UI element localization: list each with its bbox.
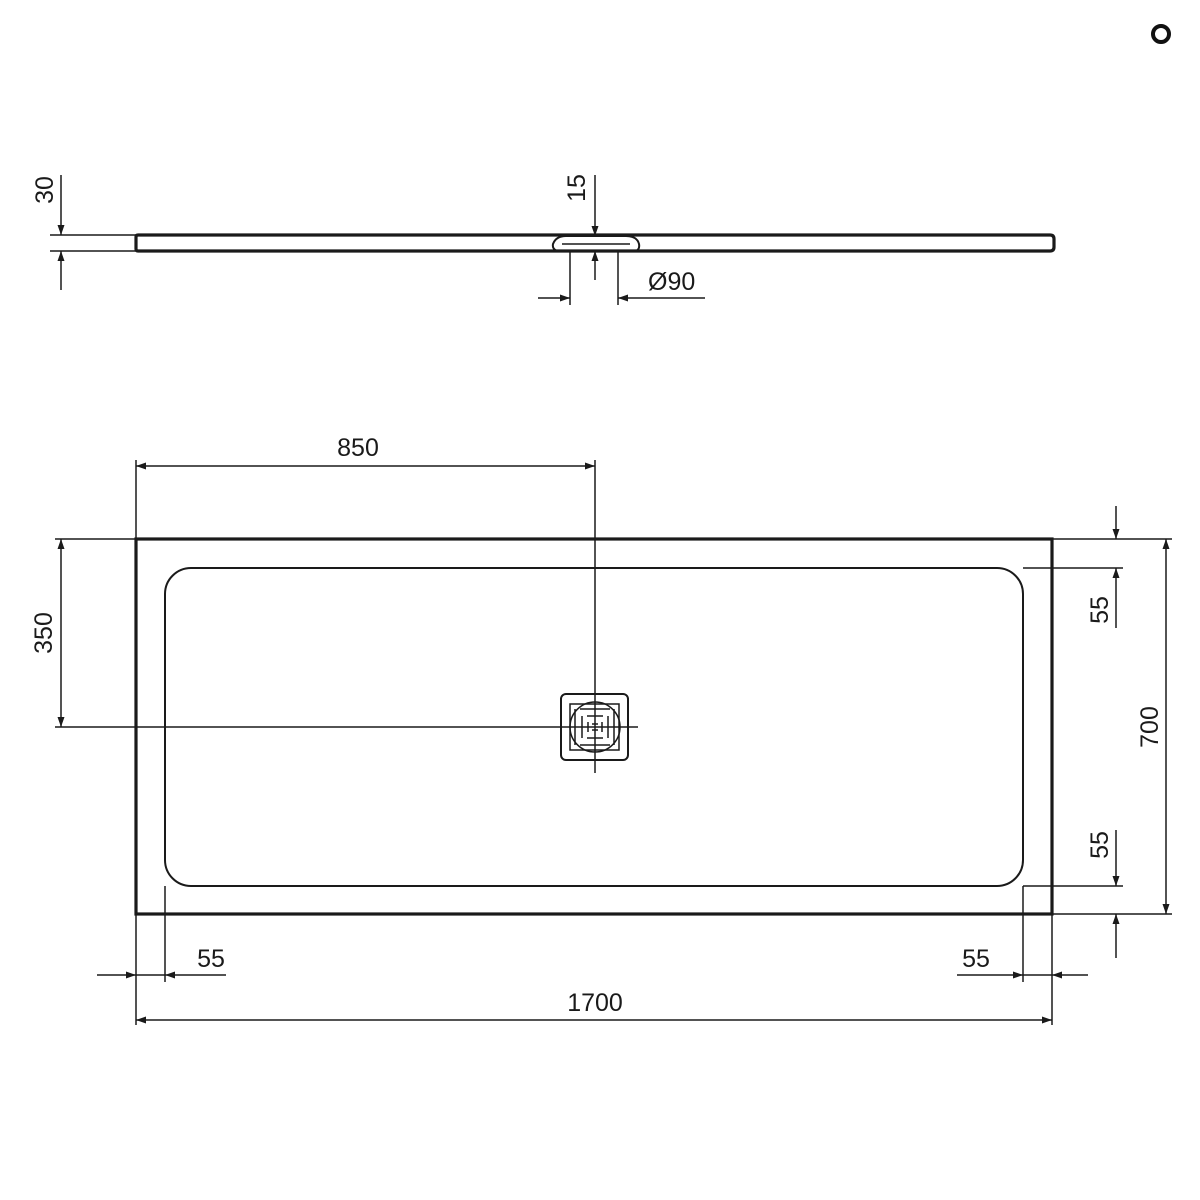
drain-offset-y-label: 350 (30, 612, 58, 654)
drain-depth-dimension-label: 15 (563, 174, 591, 202)
total-depth-label: 700 (1136, 706, 1164, 748)
corner-mark-icon (1151, 24, 1171, 44)
rim-right-label: 55 (962, 945, 990, 973)
plan-view: 850 350 700 55 55 55 (30, 434, 1172, 1025)
side-view: 30 15 Ø90 (31, 174, 1056, 305)
total-width-label: 1700 (567, 989, 623, 1017)
rim-bottom-label: 55 (1086, 831, 1114, 859)
tray-profile (134, 233, 1056, 253)
height-dimension-label: 30 (31, 176, 59, 204)
rim-left-label: 55 (197, 945, 225, 973)
drain-offset-x-label: 850 (337, 434, 379, 462)
rim-top-label: 55 (1086, 596, 1114, 624)
drain-recess (551, 235, 641, 252)
drain-diameter-label: Ø90 (648, 268, 695, 296)
